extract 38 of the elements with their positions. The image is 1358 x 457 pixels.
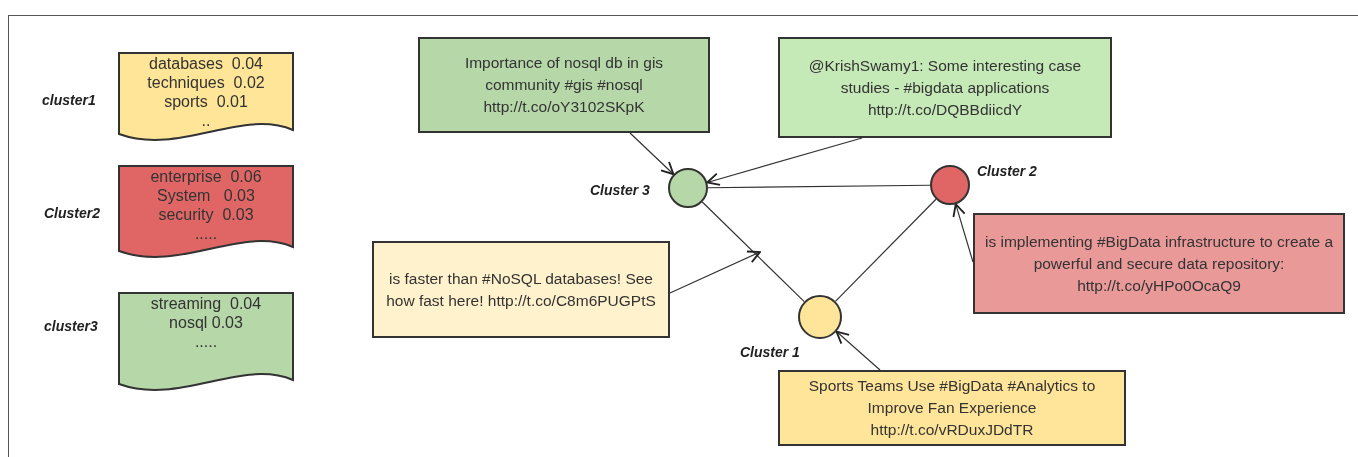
term-weight: ..... (193, 332, 219, 351)
cluster-circle (798, 295, 842, 339)
term-weight: sports 0.01 (163, 92, 249, 111)
arrow (669, 250, 761, 294)
cluster-label: Cluster2 (44, 205, 101, 221)
term-weight: databases 0.04 (148, 54, 264, 73)
cluster-label: cluster1 (42, 92, 96, 108)
cluster-label: Cluster 1 (740, 344, 800, 360)
cluster-circle (930, 165, 970, 205)
connector-line (707, 184, 931, 189)
tweet-text: is faster than #NoSQL databases! See how fast here! http://t.co/C8m6PUGPtS (385, 268, 657, 311)
term-weight: security 0.03 (157, 205, 255, 224)
tweet-box (372, 241, 670, 338)
tweet-text: Importance of nosql db in gis community #gis #nosql http://t.co/oY3102SKpK (463, 53, 665, 117)
tweet-box (778, 370, 1126, 446)
cluster-circle (668, 168, 708, 208)
term-weight: streaming 0.04 (149, 294, 263, 313)
tweet-box (418, 37, 710, 133)
connector-line (701, 201, 805, 303)
term-weight: enterprise 0.06 (149, 167, 263, 186)
cluster-label: Cluster 2 (977, 163, 1037, 179)
cluster-label: cluster3 (44, 318, 98, 334)
tweet-text: Sports Teams Use #BigData #Analytics to Improve Fan Experience http://t.co/vRDuxJDdTR (807, 376, 1097, 440)
tweet-box (778, 37, 1112, 138)
tweet-box (973, 213, 1345, 314)
term-weight: techniques 0.02 (146, 73, 266, 92)
connector-line (834, 198, 937, 302)
arrow (952, 203, 974, 263)
arrow (835, 330, 881, 371)
tweet-text: is implementing #BigData infrastructure to create a powerful and secure data repository: http://t.co/yHPo0OcaQ9 (983, 231, 1335, 296)
term-weight: .. (200, 111, 212, 130)
arrow (629, 132, 675, 176)
term-weight: ..... (193, 224, 219, 243)
term-weight: nosql 0.03 (168, 313, 244, 332)
tweet-text: @KrishSwamy1: Some interesting case studies - #bigdata applications http://t.co/DQBBdiicdY (807, 55, 1083, 120)
term-weight: System 0.03 (156, 186, 256, 205)
arrow (706, 137, 863, 186)
cluster-label: Cluster 3 (590, 182, 650, 198)
